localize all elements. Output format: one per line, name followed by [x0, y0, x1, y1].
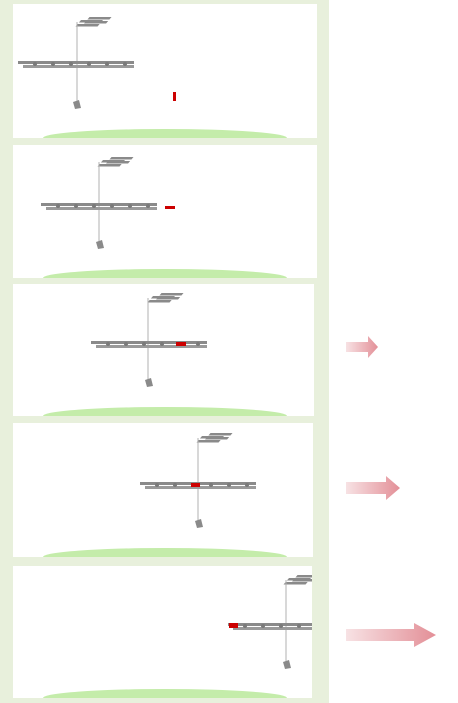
- earth-horizon: [43, 269, 287, 278]
- panel-3: [13, 284, 314, 416]
- panel-3-drawing: [43, 293, 287, 416]
- payload-module-icon: [229, 623, 238, 628]
- motion-arrow-icon-3: [346, 623, 436, 647]
- payload-module-icon: [165, 206, 175, 209]
- earth-horizon: [43, 407, 287, 416]
- motion-arrow-icon-1: [346, 336, 378, 358]
- payload-module-icon: [176, 342, 186, 346]
- panel-1-drawing: [18, 17, 287, 138]
- motion-arrow-icon-2: [346, 476, 400, 500]
- payload-module-icon: [173, 92, 176, 101]
- space-station-icon: [91, 293, 207, 387]
- space-station-icon: [18, 17, 134, 109]
- panel-2-drawing: [41, 157, 287, 278]
- space-station-icon: [41, 157, 157, 249]
- earth-horizon: [43, 689, 287, 698]
- panel-4-drawing: [43, 433, 287, 557]
- earth-horizon: [43, 129, 287, 138]
- panel-2: [13, 145, 317, 278]
- payload-module-icon: [191, 483, 200, 487]
- space-station-icon: [228, 575, 312, 669]
- space-station-icon: [140, 433, 256, 528]
- panel-1: [13, 4, 317, 138]
- panel-5: [13, 566, 312, 698]
- panel-4: [13, 423, 313, 557]
- panel-5-drawing: [43, 575, 312, 698]
- earth-horizon: [43, 548, 287, 557]
